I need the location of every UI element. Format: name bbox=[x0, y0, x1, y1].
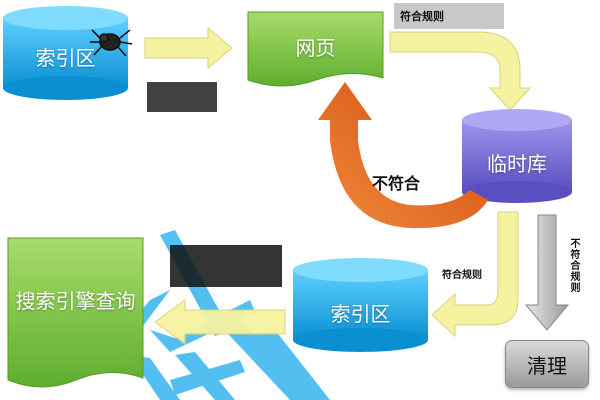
arrow-index-to-search bbox=[154, 299, 286, 345]
webpage-label: 网页 bbox=[295, 36, 336, 60]
temp-db-cylinder bbox=[462, 109, 572, 203]
cleanup-button[interactable]: 清理 bbox=[505, 340, 589, 388]
curve-label: 不符合 bbox=[372, 174, 421, 193]
search-document bbox=[7, 237, 144, 388]
arrow-index-to-webpage bbox=[144, 26, 233, 70]
search-label: 搜索引擎查询 bbox=[15, 289, 136, 313]
redacted-label-1 bbox=[147, 82, 217, 112]
top-right-rule-label: 符合规则 bbox=[400, 10, 444, 23]
index-bottom-label: 索引区 bbox=[330, 302, 391, 326]
webpage-document bbox=[247, 11, 384, 87]
right-mid-rule-label: 符合规则 bbox=[442, 270, 482, 281]
index-top-label: 索引区 bbox=[35, 46, 96, 70]
orange-return-arrow bbox=[318, 82, 488, 229]
spider-icon bbox=[90, 29, 133, 57]
temp-db-label: 临时库 bbox=[487, 152, 547, 176]
right-vertical-rule-label: 不符合规则 bbox=[568, 238, 579, 293]
redacted-label-2 bbox=[394, 3, 504, 29]
arrow-to-cleanup bbox=[524, 214, 570, 331]
redacted-label-3 bbox=[170, 245, 282, 287]
index-bottom-cylinder bbox=[293, 258, 428, 352]
index-top-cylinder bbox=[3, 6, 128, 100]
arrow-webpage-to-tempdb bbox=[389, 31, 532, 111]
arrow-tempdb-to-index bbox=[431, 211, 519, 338]
